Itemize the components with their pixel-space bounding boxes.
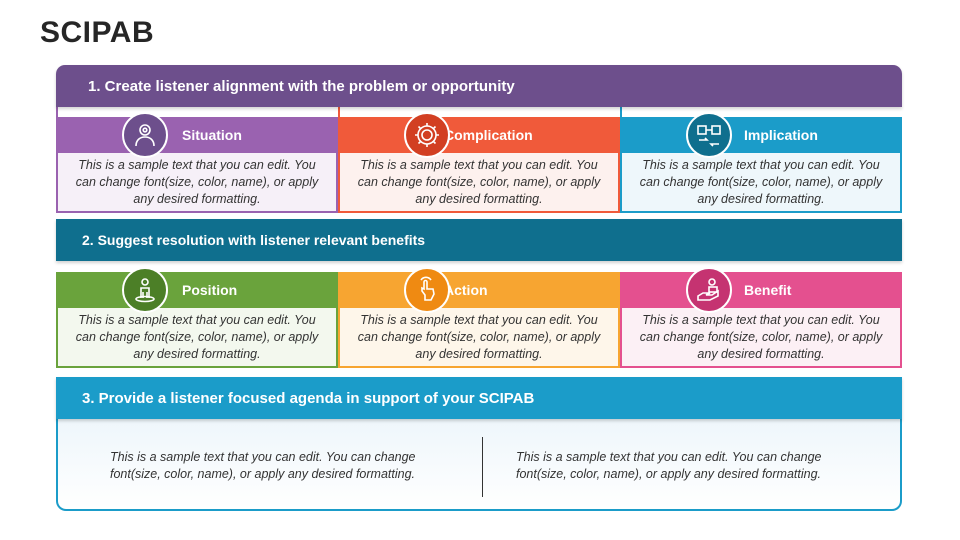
card-situation: Situation This is a sample text that you… [56, 105, 338, 213]
card-situation-header: Situation [56, 112, 338, 158]
section-agenda: 3. Provide a listener focused agenda in … [56, 377, 902, 511]
agenda-text-left[interactable]: This is a sample text that you can edit.… [110, 450, 416, 481]
section-2-banner: 2. Suggest resolution with listener rele… [56, 219, 902, 261]
card-implication-label: Implication [744, 127, 818, 143]
hand-tap-icon [404, 267, 450, 313]
person-gear-icon [122, 112, 168, 158]
card-complication-text[interactable]: This is a sample text that you can edit.… [338, 153, 620, 213]
section-resolution: 2. Suggest resolution with listener rele… [56, 219, 902, 374]
card-implication-text[interactable]: This is a sample text that you can edit.… [620, 153, 902, 213]
person-pin-icon [122, 267, 168, 313]
card-benefit-label: Benefit [744, 282, 792, 298]
card-complication-header: Complication [338, 112, 620, 158]
card-situation-text[interactable]: This is a sample text that you can edit.… [56, 153, 338, 213]
card-position-text[interactable]: This is a sample text that you can edit.… [56, 308, 338, 368]
card-benefit-header: Benefit [620, 267, 902, 313]
section-1-banner: 1. Create listener alignment with the pr… [56, 65, 902, 107]
agenda-text-right[interactable]: This is a sample text that you can edit.… [516, 450, 822, 481]
card-position-header: Position [56, 267, 338, 313]
card-situation-label: Situation [182, 127, 242, 143]
card-benefit-text[interactable]: This is a sample text that you can edit.… [620, 308, 902, 368]
section-1-cards: Situation This is a sample text that you… [56, 105, 902, 213]
card-action-text[interactable]: This is a sample text that you can edit.… [338, 308, 620, 368]
card-complication-label: Complication [444, 127, 533, 143]
slide-title: SCIPAB [40, 16, 155, 49]
card-implication-header: Implication [620, 112, 902, 158]
section-alignment: 1. Create listener alignment with the pr… [56, 65, 902, 215]
agenda-divider [482, 437, 483, 497]
card-action-label: Action [444, 282, 488, 298]
card-action-header: Action [338, 267, 620, 313]
gear-tangle-icon [404, 112, 450, 158]
card-position-label: Position [182, 282, 238, 298]
puzzle-arrows-icon [686, 112, 732, 158]
card-action: Action This is a sample text that you ca… [338, 267, 620, 368]
card-implication: Implication This is a sample text that y… [620, 105, 902, 213]
card-benefit: Benefit This is a sample text that you c… [620, 267, 902, 368]
section-3-body: This is a sample text that you can edit.… [56, 419, 902, 511]
card-complication: Complication This is a sample text that … [338, 105, 620, 213]
section-3-banner: 3. Provide a listener focused agenda in … [56, 377, 902, 419]
card-position: Position This is a sample text that you … [56, 267, 338, 368]
section-2-cards: Position This is a sample text that you … [56, 267, 902, 368]
hand-coins-icon [686, 267, 732, 313]
